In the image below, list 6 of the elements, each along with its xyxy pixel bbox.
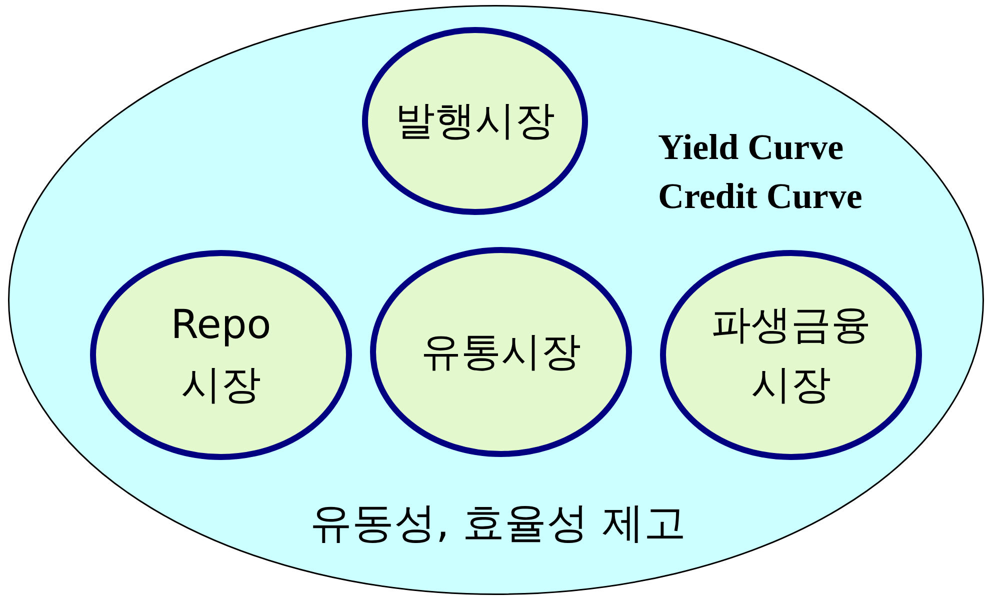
- market-label: 유통시장: [420, 328, 582, 377]
- goal-caption: 유동성, 효율성 제고: [308, 497, 688, 549]
- market-label: 발행시장: [394, 97, 556, 146]
- market-label: Repo 시장: [170, 301, 272, 410]
- market-label: 파생금융 시장: [710, 301, 872, 410]
- curve-note: Yield Curve Credit Curve: [658, 126, 864, 218]
